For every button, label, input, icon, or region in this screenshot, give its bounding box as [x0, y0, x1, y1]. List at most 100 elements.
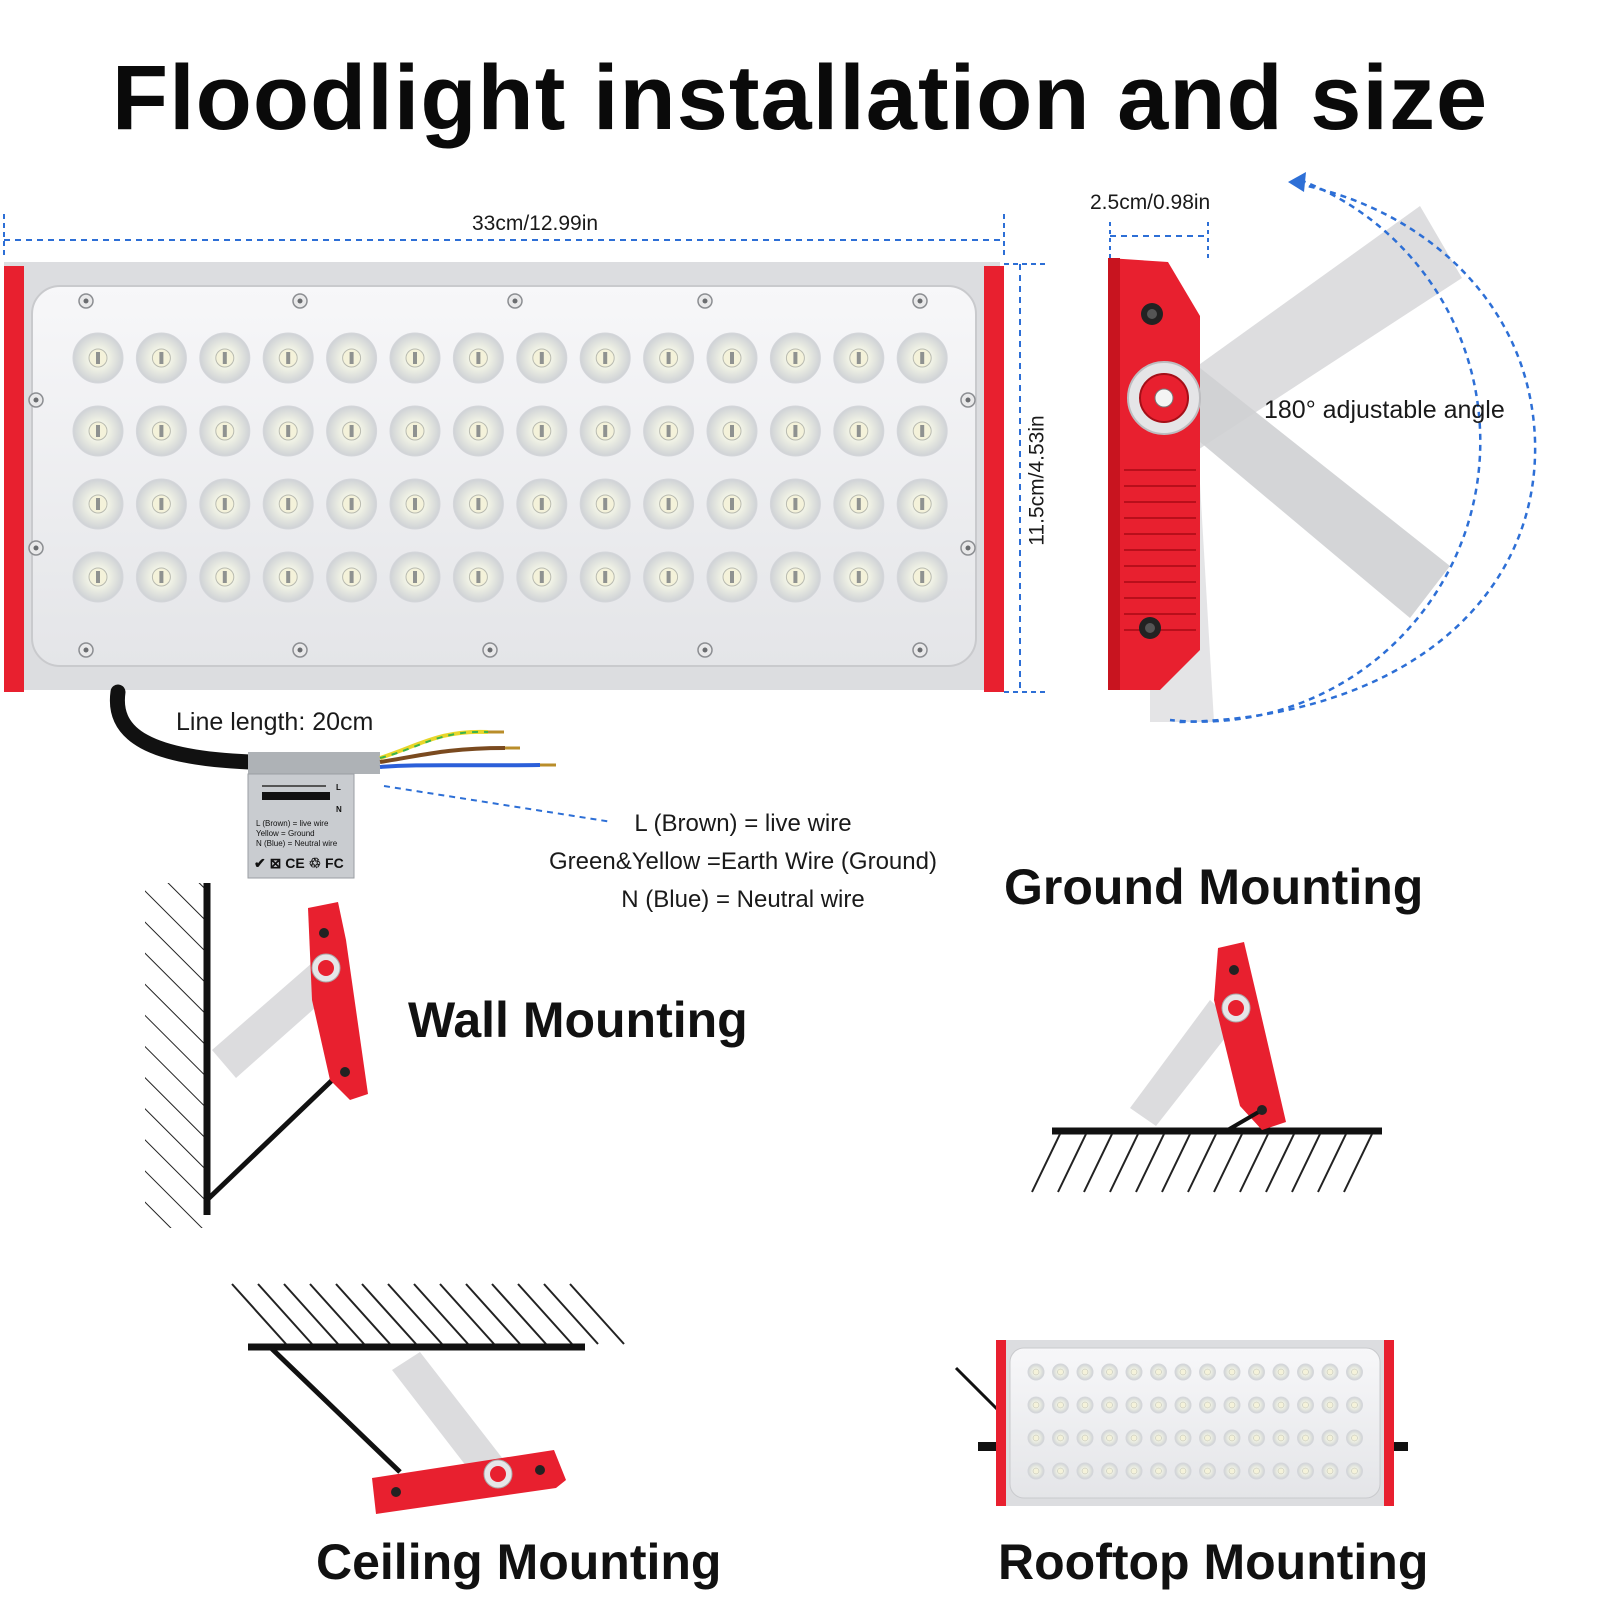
wall-light-body — [308, 902, 368, 1100]
led — [452, 478, 504, 530]
led — [1150, 1462, 1167, 1480]
led — [706, 551, 758, 603]
led — [72, 478, 124, 530]
led — [1321, 1396, 1339, 1414]
led — [326, 405, 378, 457]
led — [896, 551, 948, 603]
wire-neutral-label: N (Blue) = Neutral wire — [621, 886, 865, 913]
led — [1150, 1396, 1167, 1414]
ceiling-mounting-label: Ceiling Mounting — [316, 1534, 722, 1590]
led — [1027, 1363, 1045, 1381]
tag-l-letter: L — [336, 783, 341, 792]
led — [769, 332, 821, 384]
led — [1076, 1396, 1094, 1414]
wire-callout-line — [383, 785, 613, 823]
led — [1125, 1363, 1143, 1381]
led — [262, 478, 314, 530]
screw — [78, 293, 94, 309]
led — [1101, 1396, 1118, 1414]
depth-dimension-line — [1109, 222, 1209, 258]
led — [1101, 1462, 1118, 1480]
led — [769, 405, 821, 457]
led — [643, 478, 695, 530]
led — [1272, 1363, 1290, 1381]
screw — [960, 540, 976, 556]
led — [1321, 1462, 1339, 1480]
floodlight-side-view — [1108, 206, 1462, 722]
led — [1150, 1363, 1167, 1381]
ceiling-mounting-illustration — [231, 1283, 625, 1514]
left-red-heatsink — [4, 266, 24, 692]
tag-line-1: L (Brown) = live wire — [256, 819, 329, 828]
angle-arc — [1169, 172, 1537, 724]
screw — [292, 293, 308, 309]
led — [135, 405, 187, 457]
width-dimension-line — [3, 214, 1005, 258]
led — [1076, 1363, 1094, 1381]
screw — [697, 293, 713, 309]
led — [1248, 1429, 1265, 1447]
led — [579, 478, 631, 530]
led — [1101, 1429, 1118, 1447]
led — [896, 405, 948, 457]
led — [1076, 1462, 1094, 1480]
led — [1223, 1429, 1241, 1447]
led — [1297, 1462, 1314, 1480]
led — [1199, 1363, 1216, 1381]
led — [1223, 1396, 1241, 1414]
height-dimension-line — [1004, 263, 1046, 693]
led — [833, 332, 885, 384]
led — [516, 478, 568, 530]
led — [1027, 1429, 1045, 1447]
wall-bracket — [212, 956, 342, 1078]
led — [769, 551, 821, 603]
led — [833, 405, 885, 457]
led — [1272, 1462, 1290, 1480]
led — [1248, 1363, 1265, 1381]
wire-live-label: L (Brown) = live wire — [634, 810, 852, 837]
led — [1346, 1396, 1363, 1414]
led — [1174, 1429, 1192, 1447]
led — [1052, 1363, 1069, 1381]
width-label: 33cm/12.99in — [472, 212, 599, 235]
led — [389, 332, 441, 384]
ceiling-bracket — [392, 1352, 510, 1484]
led — [199, 332, 251, 384]
led — [1297, 1396, 1314, 1414]
led — [516, 551, 568, 603]
rooftop-mounting-label: Rooftop Mounting — [998, 1534, 1429, 1590]
angle-arrowhead — [1288, 172, 1306, 192]
led — [452, 405, 504, 457]
led — [199, 405, 251, 457]
led — [1027, 1396, 1045, 1414]
led-array — [72, 332, 948, 603]
led — [706, 478, 758, 530]
led — [1272, 1429, 1290, 1447]
led — [452, 551, 504, 603]
led — [706, 405, 758, 457]
led — [389, 478, 441, 530]
led — [643, 551, 695, 603]
led — [1272, 1396, 1290, 1414]
height-label: 11.5cm/4.53in — [1025, 415, 1049, 546]
screw — [78, 642, 94, 658]
led — [579, 551, 631, 603]
wire-tag: L N L (Brown) = live wire Yellow = Groun… — [247, 773, 355, 879]
led — [579, 332, 631, 384]
led — [896, 332, 948, 384]
led — [262, 332, 314, 384]
led — [135, 332, 187, 384]
led — [326, 332, 378, 384]
led — [1223, 1363, 1241, 1381]
led — [896, 478, 948, 530]
screw — [697, 642, 713, 658]
line-length-label: Line length: 20cm — [176, 708, 374, 736]
led — [452, 332, 504, 384]
rooftop-mounting-illustration — [954, 1340, 1408, 1506]
depth-label: 2.5cm/0.98in — [1090, 191, 1211, 214]
led — [1199, 1429, 1216, 1447]
led — [1125, 1429, 1143, 1447]
led — [262, 551, 314, 603]
led — [72, 405, 124, 457]
